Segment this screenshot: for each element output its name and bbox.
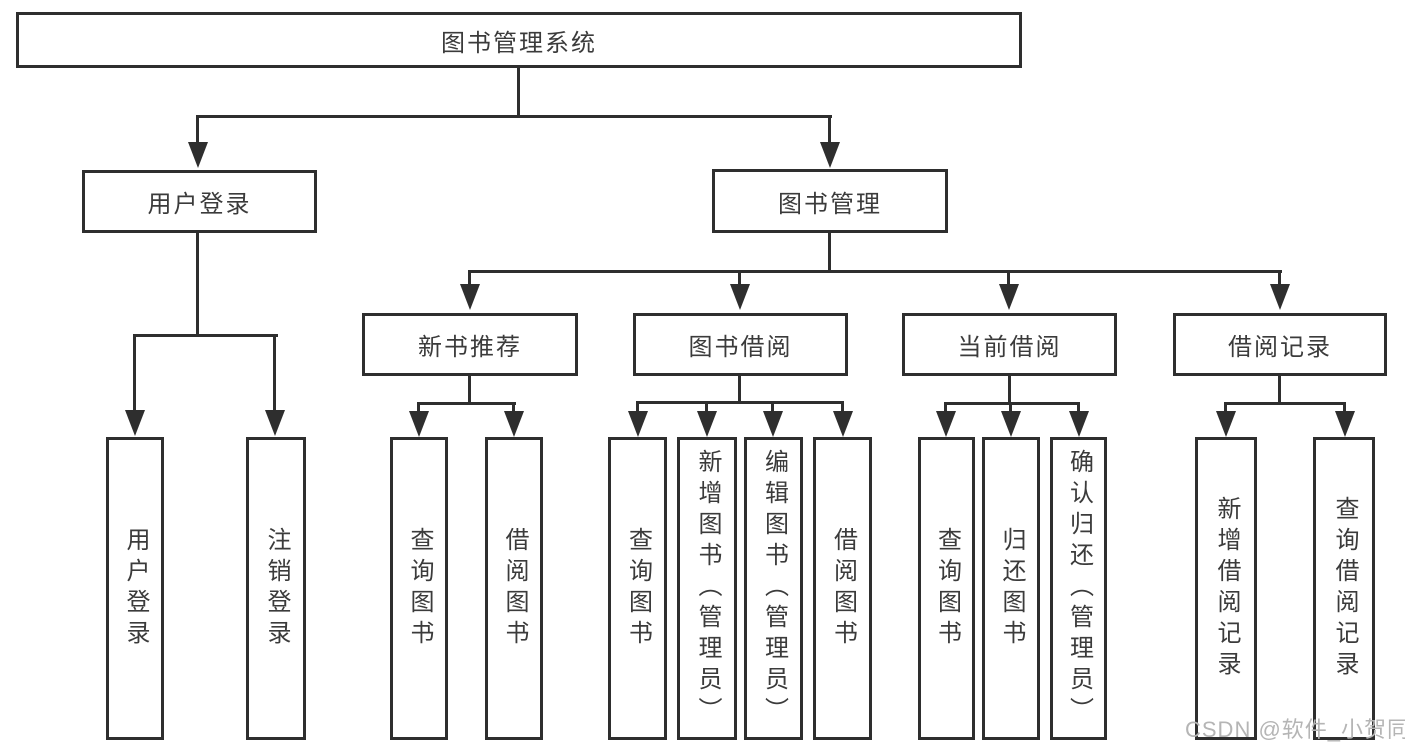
connector-rail <box>944 402 1080 405</box>
arrow-down-icon <box>460 284 480 310</box>
leaf-query-books: 查询图书 <box>608 437 667 740</box>
node-library-management-system: 图书管理系统 <box>16 12 1022 68</box>
csdn-watermark: CSDN @软件_小贺同学 <box>1185 717 1405 742</box>
connector-book-mgmt-drop <box>828 115 831 143</box>
connector-level2-drop <box>1007 270 1010 286</box>
connector-leaf-drop <box>771 401 774 413</box>
connector-leaf-drop <box>636 401 639 413</box>
arrow-down-icon <box>833 411 853 437</box>
arrow-down-icon <box>125 410 145 436</box>
node-new-book-recommendation: 新书推荐 <box>362 313 578 376</box>
connector-rail <box>1224 402 1346 405</box>
connector-level2-drop <box>738 270 741 286</box>
leaf-query-books: 查询图书 <box>390 437 448 740</box>
node-current-borrowing: 当前借阅 <box>902 313 1117 376</box>
arrow-down-icon <box>504 411 524 437</box>
leaf-add-borrow-record: 新增借阅记录 <box>1195 437 1257 740</box>
arrow-down-icon <box>1335 411 1355 437</box>
arrow-down-icon <box>188 142 208 168</box>
connector-leaf-drop <box>944 402 947 413</box>
connector-stem <box>468 376 471 404</box>
connector-mgmt-rail <box>468 270 1282 273</box>
arrow-down-icon <box>936 411 956 437</box>
arrow-down-icon <box>697 411 717 437</box>
leaf-logout: 注销登录 <box>246 437 306 740</box>
connector-stem <box>1278 376 1281 404</box>
connector-leaf-drop <box>273 334 276 412</box>
connector-leaf-drop <box>1224 402 1227 413</box>
connector-leaf-drop <box>1343 402 1346 413</box>
connector-stem <box>738 376 741 403</box>
connector-leaf-drop <box>841 401 844 413</box>
leaf-add-books-admin: 新增图书（管理员） <box>677 437 737 740</box>
arrow-down-icon <box>1270 284 1290 310</box>
arrow-down-icon <box>820 142 840 168</box>
arrow-down-icon <box>999 284 1019 310</box>
connector-user-rail <box>133 334 278 337</box>
leaf-query-books: 查询图书 <box>918 437 975 740</box>
connector-leaf-drop <box>512 402 515 413</box>
connector-stem <box>1008 376 1011 404</box>
arrow-down-icon <box>763 411 783 437</box>
connector-leaf-drop <box>133 334 136 412</box>
connector-leaf-drop <box>417 402 420 413</box>
arrow-down-icon <box>730 284 750 310</box>
connector-leaf-drop <box>705 401 708 413</box>
connector-user-login-drop <box>196 115 199 143</box>
connector-root-rail <box>196 115 832 118</box>
connector-leaf-drop <box>1077 402 1080 413</box>
connector-mgmt-stem <box>828 233 831 273</box>
leaf-edit-books-admin: 编辑图书（管理员） <box>744 437 803 740</box>
node-book-management: 图书管理 <box>712 169 948 233</box>
arrow-down-icon <box>265 410 285 436</box>
node-book-borrowing: 图书借阅 <box>633 313 848 376</box>
node-user-login: 用户登录 <box>82 170 317 233</box>
arrow-down-icon <box>409 411 429 437</box>
leaf-borrow-books: 借阅图书 <box>813 437 872 740</box>
arrow-down-icon <box>1216 411 1236 437</box>
arrow-down-icon <box>628 411 648 437</box>
leaf-query-borrow-record: 查询借阅记录 <box>1313 437 1375 740</box>
arrow-down-icon <box>1001 411 1021 437</box>
connector-rail <box>636 401 844 404</box>
leaf-return-books: 归还图书 <box>982 437 1040 740</box>
connector-user-stem <box>196 233 199 336</box>
connector-rail <box>417 402 516 405</box>
leaf-borrow-books: 借阅图书 <box>485 437 543 740</box>
connector-root-stem <box>517 68 520 117</box>
connector-leaf-drop <box>1009 402 1012 413</box>
arrow-down-icon <box>1069 411 1089 437</box>
node-borrowing-records: 借阅记录 <box>1173 313 1387 376</box>
connector-level2-drop <box>1278 270 1281 286</box>
connector-level2-drop <box>468 270 471 286</box>
leaf-confirm-return-admin: 确认归还（管理员） <box>1050 437 1107 740</box>
leaf-user-login: 用户登录 <box>106 437 164 740</box>
